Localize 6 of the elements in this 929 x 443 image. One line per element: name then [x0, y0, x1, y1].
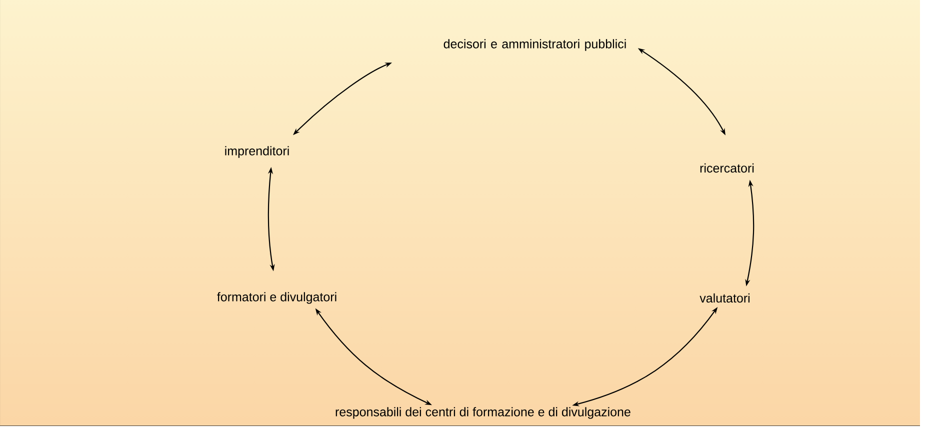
node-label: ricercatori	[700, 163, 754, 173]
node-label: decisori e amministratori pubblici	[444, 39, 626, 51]
node-label: formatori e divulgatori	[217, 292, 336, 304]
node-label: responsabili dei centri di formazione e di divulgazione	[336, 407, 630, 419]
node-label: valutatori	[700, 293, 750, 303]
node-label: imprenditori	[225, 146, 289, 158]
